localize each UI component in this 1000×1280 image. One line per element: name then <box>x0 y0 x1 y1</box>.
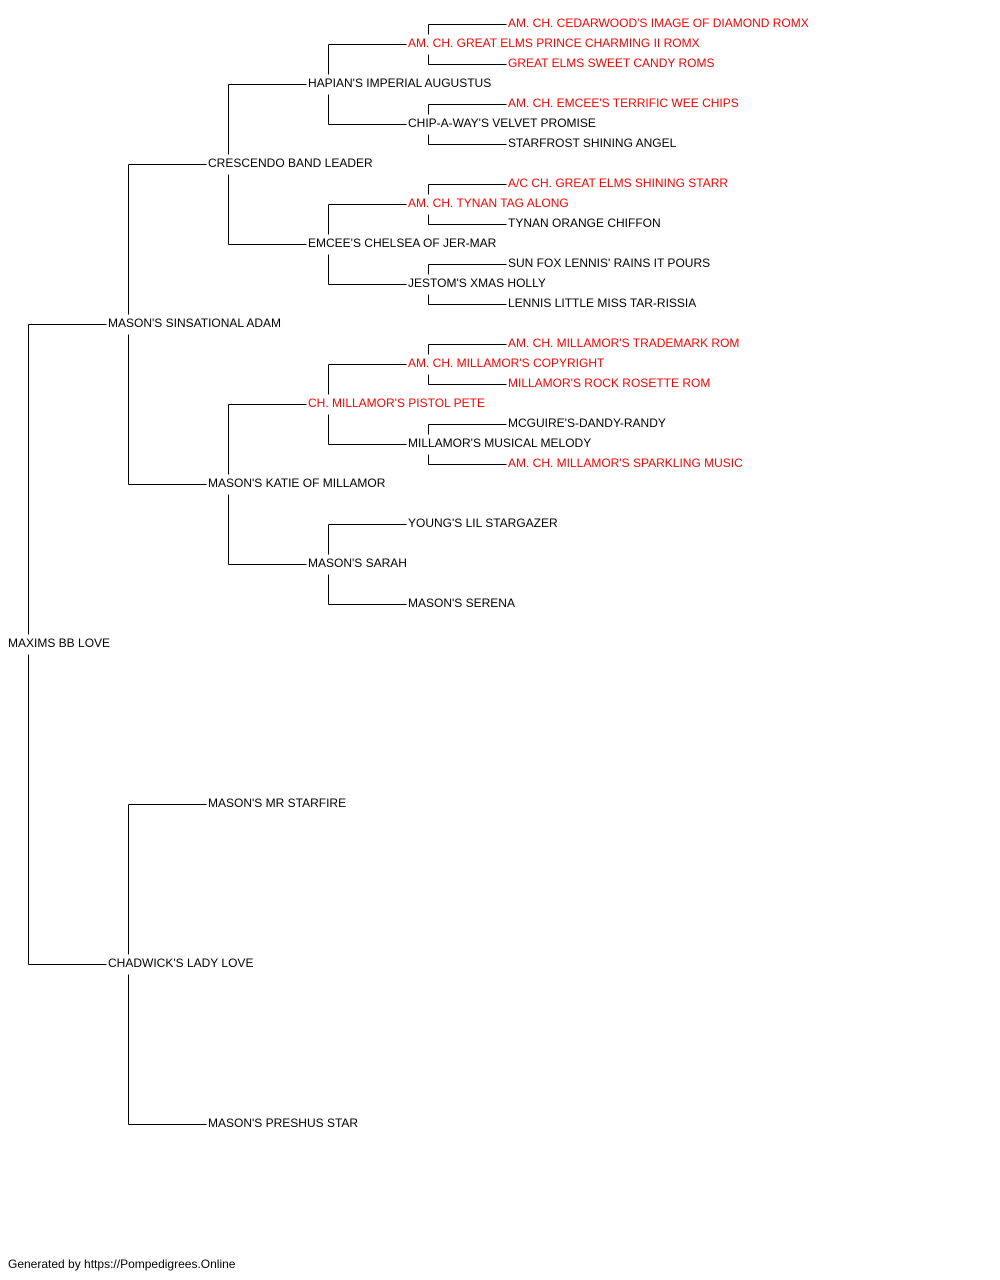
pedigree-node-sire-sire-dam: EMCEE'S CHELSEA OF JER-MAR <box>308 236 497 250</box>
pedigree-node-sire-dam-sire: CH. MILLAMOR'S PISTOL PETE <box>308 396 485 410</box>
pedigree-node-sire-dam-sire-sire-sire: AM. CH. MILLAMOR'S TRADEMARK ROM <box>508 336 740 350</box>
pedigree-node-subject: MAXIMS BB LOVE <box>8 636 111 650</box>
pedigree-node-sire-sire-dam-sire: AM. CH. TYNAN TAG ALONG <box>408 196 569 210</box>
pedigree-node-sire-sire-sire-dam-sire: AM. CH. EMCEE'S TERRIFIC WEE CHIPS <box>508 96 739 110</box>
pedigree-node-dam-sire: MASON'S MR STARFIRE <box>208 796 347 810</box>
pedigree-node-dam-dam: MASON'S PRESHUS STAR <box>208 1116 359 1130</box>
pedigree-node-sire-dam-sire-dam: MILLAMOR'S MUSICAL MELODY <box>408 436 592 450</box>
pedigree-node-sire-sire-sire-dam-dam: STARFROST SHINING ANGEL <box>508 136 677 150</box>
pedigree-node-dam: CHADWICK'S LADY LOVE <box>108 956 254 970</box>
pedigree-node-sire-sire-dam-dam: JESTOM'S XMAS HOLLY <box>408 276 546 290</box>
pedigree-node-sire-dam-dam: MASON'S SARAH <box>308 556 407 570</box>
pedigree-node-sire-dam: MASON'S KATIE OF MILLAMOR <box>208 476 386 490</box>
pedigree-node-sire-dam-dam-dam: MASON'S SERENA <box>408 596 515 610</box>
pedigree-node-sire-dam-sire-dam-dam: AM. CH. MILLAMOR'S SPARKLING MUSIC <box>508 456 743 470</box>
pedigree-node-sire-sire-dam-dam-dam: LENNIS LITTLE MISS TAR-RISSIA <box>508 296 697 310</box>
footer-credit: Generated by https://Pompedigrees.Online <box>8 1257 236 1271</box>
pedigree-node-sire-sire-sire-sire: AM. CH. GREAT ELMS PRINCE CHARMING II RO… <box>408 36 700 50</box>
pedigree-node-sire-sire-sire: HAPIAN'S IMPERIAL AUGUSTUS <box>308 76 492 90</box>
pedigree-node-sire-dam-sire-sire: AM. CH. MILLAMOR'S COPYRIGHT <box>408 356 605 370</box>
pedigree-node-sire-dam-sire-dam-sire: MCGUIRE'S-DANDY-RANDY <box>508 416 666 430</box>
pedigree-node-sire-sire-sire-sire-sire: AM. CH. CEDARWOOD'S IMAGE OF DIAMOND ROM… <box>508 16 809 30</box>
pedigree-node-sire-sire-dam-sire-sire: A/C CH. GREAT ELMS SHINING STARR <box>508 176 729 190</box>
pedigree-node-sire: MASON'S SINSATIONAL ADAM <box>108 316 281 330</box>
pedigree-node-sire-sire-dam-sire-dam: TYNAN ORANGE CHIFFON <box>508 216 661 230</box>
pedigree-node-sire-sire-sire-sire-dam: GREAT ELMS SWEET CANDY ROMS <box>508 56 715 70</box>
pedigree-node-sire-sire: CRESCENDO BAND LEADER <box>208 156 373 170</box>
pedigree-node-sire-sire-dam-dam-sire: SUN FOX LENNIS' RAINS IT POURS <box>508 256 711 270</box>
pedigree-node-sire-dam-dam-sire: YOUNG'S LIL STARGAZER <box>408 516 558 530</box>
pedigree-node-sire-dam-sire-sire-dam: MILLAMOR'S ROCK ROSETTE ROM <box>508 376 711 390</box>
pedigree-node-sire-sire-sire-dam: CHIP-A-WAY'S VELVET PROMISE <box>408 116 596 130</box>
